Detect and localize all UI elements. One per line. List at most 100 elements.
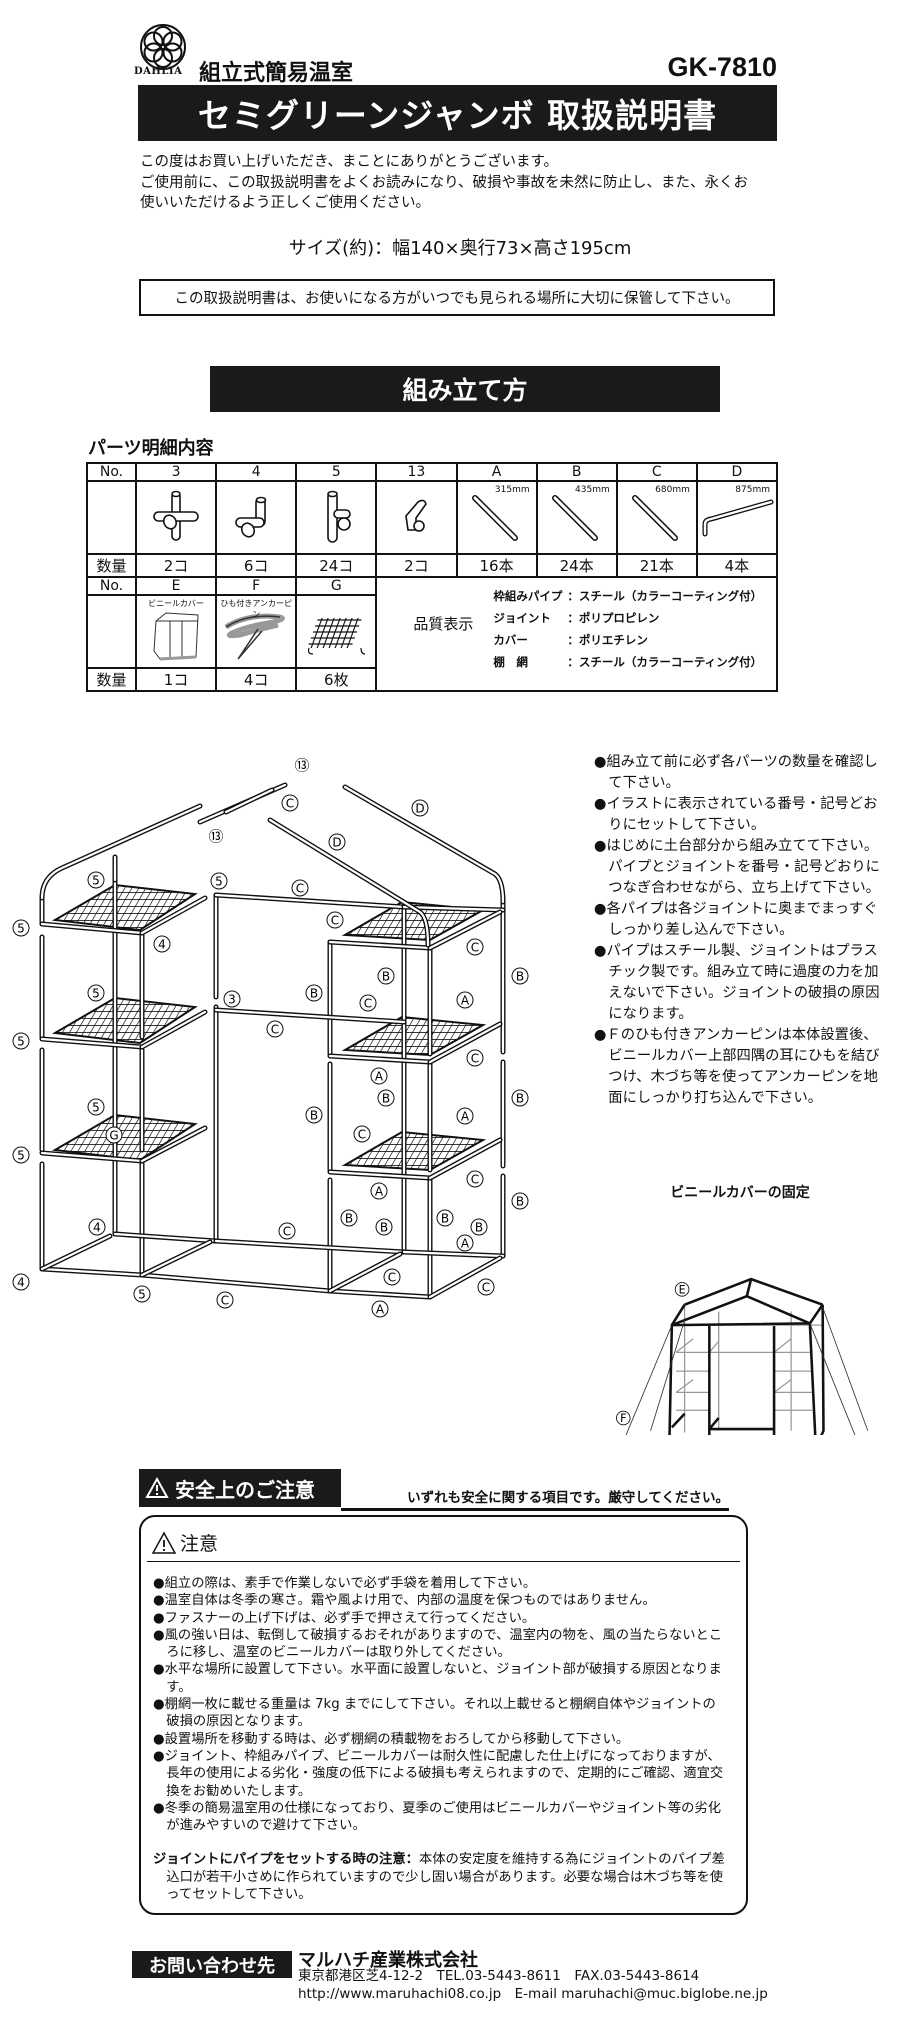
label-circle — [375, 1218, 393, 1236]
part-image: 435mm — [535, 480, 618, 555]
label-circle — [266, 1020, 284, 1038]
frame-pipe — [214, 1008, 406, 1024]
part-label: C — [471, 1173, 479, 1187]
part-label: B — [382, 970, 390, 984]
part-label: 5 — [138, 1288, 146, 1302]
corner-joint-icon — [226, 496, 286, 550]
part-image — [134, 480, 218, 555]
part-qty: 24コ — [295, 553, 378, 578]
part-label: C — [358, 1128, 366, 1142]
size-spec: サイズ(約)：幅140×奥行73×高さ195cm — [288, 238, 632, 259]
part-label: B — [345, 1212, 353, 1226]
part-label: B — [310, 987, 318, 1001]
part-label: 4 — [158, 938, 166, 952]
frame-pipe — [140, 1010, 207, 1049]
quality-row: 枠組みパイプ：スチール（カラーコーティング付） — [493, 588, 762, 604]
caution-list: ●組立の際は、素手で作業しないで必ず手袋を着用して下さい。 ●温室自体は冬季の寒さ… — [153, 1575, 738, 1903]
label-circle — [466, 1049, 484, 1067]
vinyl-cover-icon — [146, 607, 206, 667]
frame-pipe — [343, 785, 505, 904]
quality-title: 品質表示 — [413, 615, 474, 633]
label-circle — [359, 994, 377, 1012]
empty-cell — [86, 594, 137, 669]
part-image — [295, 594, 378, 669]
safety-header-text: 安全上のご注意 — [175, 1477, 315, 1502]
label-circle — [477, 1278, 495, 1296]
label-circle — [370, 1067, 388, 1085]
frame-pipe — [40, 1267, 144, 1277]
web-line[interactable]: http://www.maruhachi08.co.jp E-mail maru… — [298, 1986, 768, 2002]
frame-pipe — [39, 803, 203, 901]
qty-label: 数量 — [86, 667, 137, 692]
warning-icon — [151, 1530, 177, 1554]
part-label: B — [475, 1221, 483, 1235]
frame-pipe — [40, 922, 144, 935]
cross-joint-icon — [146, 490, 206, 550]
keep-manual-note-text: この取扱説明書は、お使いになる方がいつでも見られる場所に大切に保管して下さい。 — [174, 291, 740, 307]
part-label: A — [461, 994, 470, 1008]
logo-text: DAHLIA — [134, 66, 183, 77]
instruction-item: ●組み立て前に必ず各パーツの数量を確認し て下さい。 — [594, 754, 878, 791]
frame-pipe — [40, 1234, 112, 1271]
caution-item: ●ジョイント、枠組みパイプ、ビニールカバーは耐久性に配慮した仕上げになっておりま… — [153, 1748, 724, 1799]
part-label: 5 — [92, 874, 100, 888]
parts-heading: パーツ明細内容 — [88, 438, 214, 459]
part-qty: 16本 — [455, 553, 538, 578]
shelf-net-icon — [301, 610, 371, 664]
part-label: B — [516, 1195, 524, 1209]
part-qty: 2コ — [375, 553, 458, 578]
part-image — [375, 480, 458, 555]
label-circle — [377, 967, 395, 985]
caution-item: ●組立の際は、素手で作業しないで必ず手袋を着用して下さい。 — [153, 1576, 537, 1591]
label-circle — [456, 991, 474, 1009]
label-circle — [470, 1218, 488, 1236]
part-label: 4 — [17, 1276, 25, 1290]
part-no: G — [295, 576, 378, 596]
label-circle — [340, 1209, 358, 1227]
label-circle — [153, 935, 171, 953]
intro-text: この度はお買い上げいただき、まことにありがとうございます。 ご使用前に、この取扱… — [140, 154, 748, 211]
part-label: 5 — [17, 922, 25, 936]
shelf-net — [51, 883, 198, 932]
frame-pipe — [328, 1170, 432, 1180]
label-circle — [456, 1234, 474, 1252]
part-label: C — [388, 1271, 396, 1285]
part-label: A — [461, 1237, 470, 1251]
part-label: B — [441, 1212, 449, 1226]
part-image — [215, 480, 298, 555]
label-circle — [411, 799, 429, 817]
frame-pipe — [428, 1256, 502, 1299]
part-label: C — [364, 997, 372, 1011]
caution-item: ●冬季の簡易温室用の仕様になっており、夏季のご使用はビニールカバーやジョイント等… — [153, 1800, 722, 1834]
quality-value: ：スチール（カラーコーティング付） — [567, 589, 763, 603]
address-line: 東京都港区芝4-12-2 TEL.03-5443-8611 FAX.03-544… — [298, 1968, 700, 1984]
label-circle — [466, 1170, 484, 1188]
part-label: 5 — [92, 987, 100, 1001]
part-label: C — [271, 1023, 279, 1037]
qty-label: 数量 — [86, 553, 137, 578]
frame-pipe — [113, 1232, 218, 1243]
part-label: D — [415, 802, 424, 816]
part-no: C — [615, 462, 698, 482]
label-f: F — [620, 1412, 626, 1425]
joint-note: ジョイントにパイプをセットする時の注意：本体の安定度を維持する為にジョイントのパ… — [153, 1851, 738, 1903]
label-circle — [456, 1107, 474, 1125]
quality-label: ジョイント — [493, 611, 551, 625]
label-circle — [511, 1089, 529, 1107]
label-circle — [305, 984, 323, 1002]
frame-pipe — [140, 1273, 332, 1293]
part-no: A — [455, 462, 538, 482]
part-qty: 6コ — [215, 553, 298, 578]
frame-pipe — [40, 1037, 144, 1049]
caution-item: ●設置場所を移動する時は、必ず棚網の積載物をおろしてから移動して下さい。 — [153, 1731, 630, 1747]
part-label: 5 — [17, 1035, 25, 1049]
page-title: セミグリーンジャンボ 取扱説明書 — [138, 85, 777, 141]
part-qty: 2コ — [134, 553, 218, 578]
label-circle — [216, 1291, 234, 1309]
part-label: C — [471, 941, 479, 955]
part-label: A — [375, 1070, 384, 1084]
caution-item: ●温室自体は冬季の寒さ。霜や風よけ用で、内部の温度を保つものではありません。 — [153, 1593, 656, 1609]
no-label: No. — [86, 462, 137, 482]
label-circle — [371, 1300, 389, 1318]
